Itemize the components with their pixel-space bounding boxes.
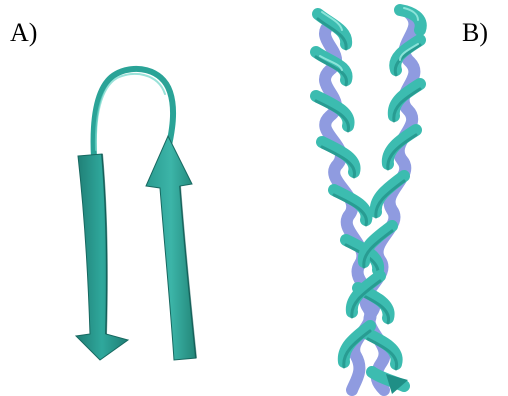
strand-right-arrow: [146, 136, 196, 360]
hairpin-loop: [94, 69, 174, 158]
beta-hairpin-diagram: [76, 69, 196, 360]
strand-left-arrow: [76, 154, 128, 360]
coiled-coil-diagram: [316, 8, 421, 394]
